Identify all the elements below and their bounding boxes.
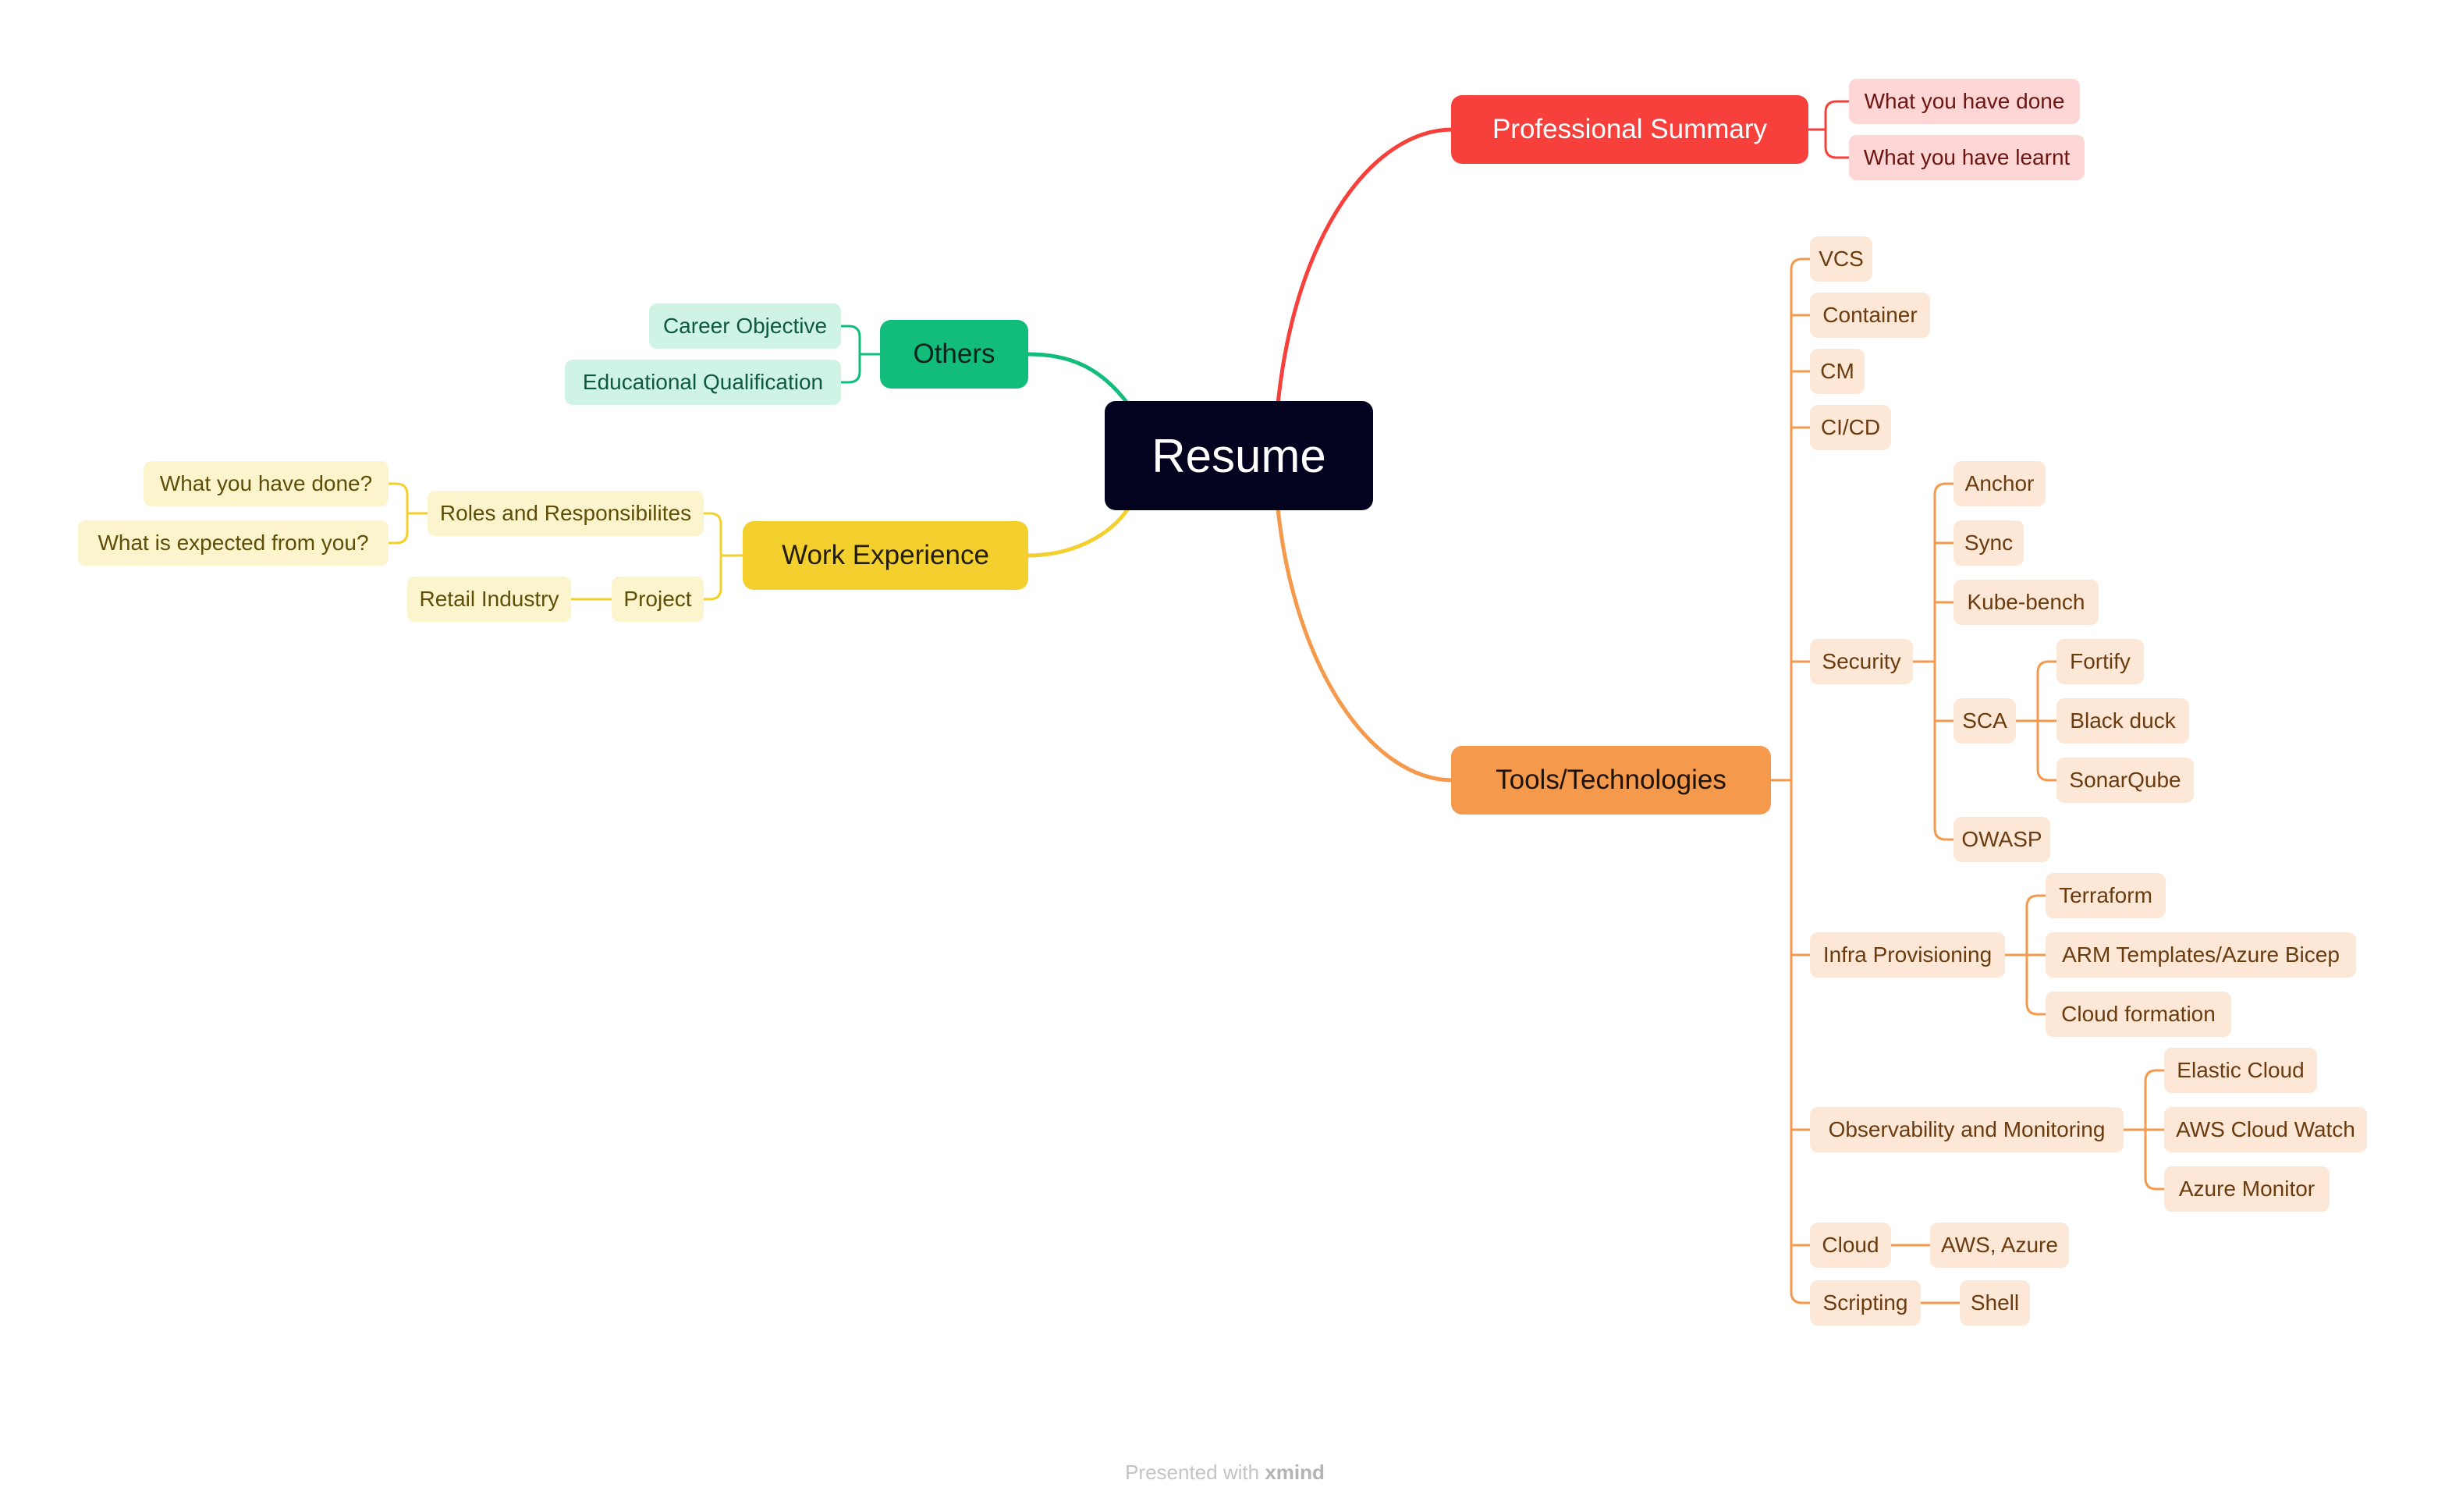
topic-cm[interactable]: CM <box>1810 349 1865 394</box>
branch-professional-summary[interactable]: Professional Summary <box>1451 95 1808 164</box>
topic-terraform[interactable]: Terraform <box>2046 873 2166 918</box>
topic-roles-responsibilities[interactable]: Roles and Responsibilites <box>428 491 704 536</box>
topic-career-objective[interactable]: Career Objective <box>649 303 841 349</box>
link-root-professional-summary <box>1276 127 1453 405</box>
topic-aws-azure[interactable]: AWS, Azure <box>1930 1223 2069 1268</box>
branch-others[interactable]: Others <box>880 320 1028 389</box>
topic-project[interactable]: Project <box>612 577 704 622</box>
topic-what-is-expected[interactable]: What is expected from you? <box>78 520 389 566</box>
footer-presented-with: Presented with xmind <box>1014 1461 1435 1485</box>
branch-tools-technologies[interactable]: Tools/Technologies <box>1451 746 1771 815</box>
topic-aws-cloud-watch[interactable]: AWS Cloud Watch <box>2164 1107 2367 1152</box>
bracket-work-experience <box>387 482 743 601</box>
bracket-others <box>839 325 882 384</box>
topic-cloud[interactable]: Cloud <box>1810 1223 1891 1268</box>
topic-security[interactable]: Security <box>1810 639 1913 684</box>
footer-prefix: Presented with <box>1125 1461 1260 1484</box>
link-root-others <box>1027 352 1130 406</box>
topic-fortify[interactable]: Fortify <box>2056 639 2144 684</box>
bracket-professional-summary <box>1808 100 1851 159</box>
topic-container[interactable]: Container <box>1810 293 1930 338</box>
bracket-tools <box>1771 257 2166 1304</box>
topic-sca[interactable]: SCA <box>1954 698 2016 744</box>
topic-infra-provisioning[interactable]: Infra Provisioning <box>1810 932 2005 978</box>
topic-cloud-formation[interactable]: Cloud formation <box>2046 992 2231 1037</box>
topic-arm-templates[interactable]: ARM Templates/Azure Bicep <box>2046 932 2356 978</box>
topic-what-you-have-done[interactable]: What you have done <box>1849 79 2080 124</box>
topic-sync[interactable]: Sync <box>1954 520 2024 566</box>
topic-scripting[interactable]: Scripting <box>1810 1280 1921 1326</box>
topic-black-duck[interactable]: Black duck <box>2056 698 2189 744</box>
topic-what-you-have-learnt[interactable]: What you have learnt <box>1849 135 2085 180</box>
root-node-resume[interactable]: Resume <box>1105 401 1373 510</box>
topic-owasp[interactable]: OWASP <box>1954 817 2050 862</box>
xmind-brand[interactable]: xmind <box>1265 1461 1325 1484</box>
topic-sonarqube[interactable]: SonarQube <box>2056 758 2194 803</box>
topic-shell[interactable]: Shell <box>1960 1280 2030 1326</box>
topic-what-you-have-done-q[interactable]: What you have done? <box>144 461 389 506</box>
branch-work-experience[interactable]: Work Experience <box>743 521 1028 590</box>
link-root-work-experience <box>1027 507 1130 558</box>
link-root-tools <box>1276 508 1453 783</box>
topic-ci-cd[interactable]: CI/CD <box>1810 405 1891 450</box>
topic-vcs[interactable]: VCS <box>1810 236 1872 282</box>
topic-retail-industry[interactable]: Retail Industry <box>407 577 571 622</box>
topic-educational-qualification[interactable]: Educational Qualification <box>565 360 841 405</box>
topic-observability-monitoring[interactable]: Observability and Monitoring <box>1810 1107 2124 1152</box>
topic-elastic-cloud[interactable]: Elastic Cloud <box>2164 1048 2317 1093</box>
topic-kube-bench[interactable]: Kube-bench <box>1954 580 2099 625</box>
topic-azure-monitor[interactable]: Azure Monitor <box>2164 1166 2330 1212</box>
topic-anchor[interactable]: Anchor <box>1954 461 2046 506</box>
